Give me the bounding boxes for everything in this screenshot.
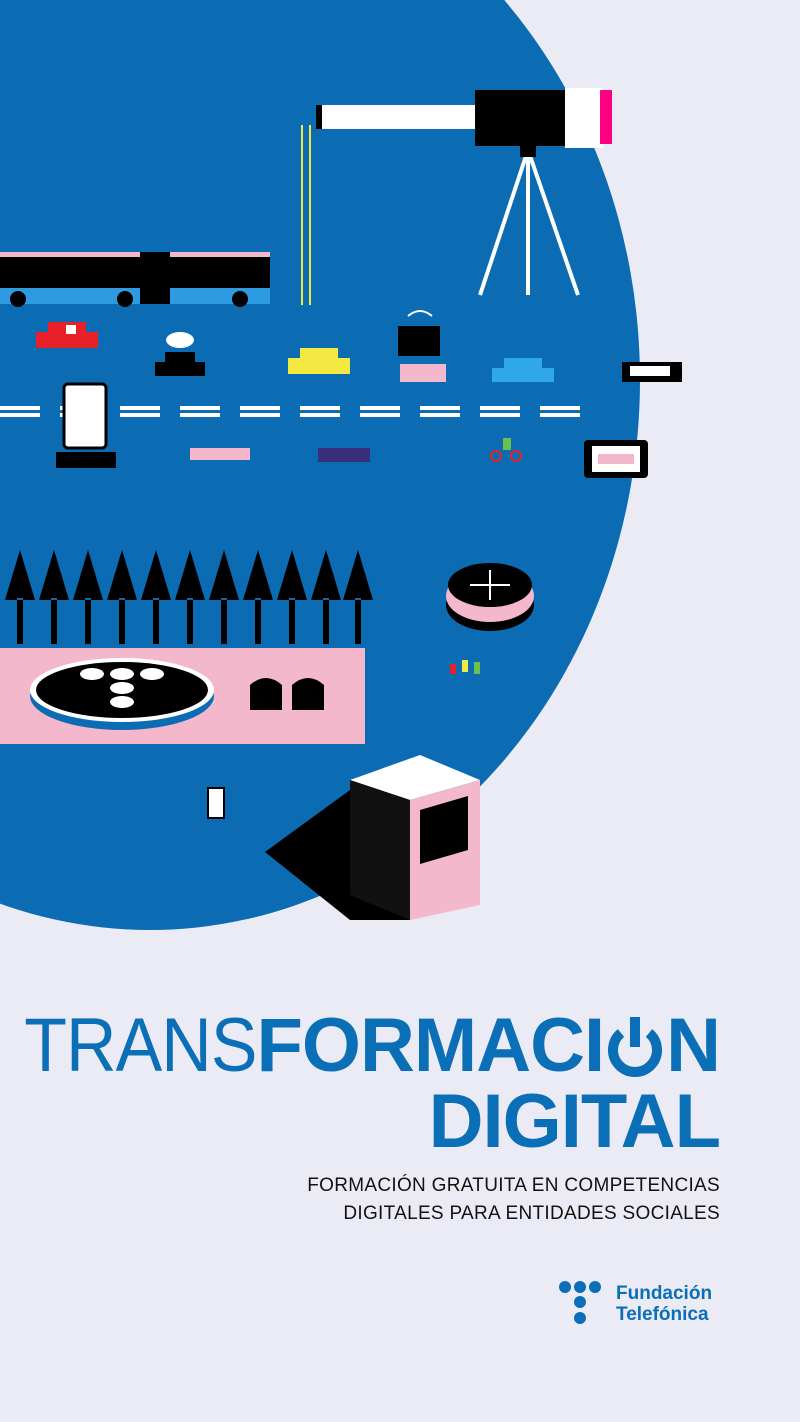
- car-icon: [492, 358, 554, 382]
- ladder-icon: [301, 125, 311, 305]
- headline-bold-part-2: N: [666, 1003, 721, 1088]
- car-icon: [155, 332, 205, 376]
- computer-icon: [265, 755, 480, 920]
- power-icon: [608, 1017, 663, 1077]
- logo-line-2: Telefónica: [616, 1304, 709, 1325]
- headline-line-1: TRANS FORMACI N: [4, 1003, 721, 1088]
- headline-bold-part-1: FORMACI: [256, 1003, 605, 1088]
- car-icon: [318, 448, 370, 462]
- telefonica-dots: [80, 668, 164, 708]
- headline-line-2: DIGITAL: [428, 1079, 721, 1164]
- compass-icon: [446, 563, 534, 631]
- headline-light: TRANS: [24, 1003, 257, 1088]
- tree-row: [5, 550, 373, 644]
- cyclist-icon: [490, 438, 522, 462]
- smartphone-icon: [56, 382, 116, 468]
- car-icon: [36, 322, 98, 348]
- telescope-icon: [316, 88, 612, 296]
- logo-line-1: Fundación: [616, 1283, 713, 1304]
- van-icon: [622, 362, 682, 382]
- tablet-icon: [584, 440, 648, 478]
- car-icon: [288, 348, 350, 374]
- subtitle-line-2: DIGITALES PARA ENTIDADES SOCIALES: [343, 1203, 720, 1224]
- people-icon: [450, 660, 480, 674]
- car-icon: [190, 448, 250, 460]
- subtitle-line-1: FORMACIÓN GRATUITA EN COMPETENCIAS: [307, 1175, 720, 1196]
- plaza: [0, 648, 365, 744]
- phone-figure-icon: [207, 787, 225, 819]
- illustration: [0, 0, 682, 930]
- monitor-icon: [398, 310, 446, 382]
- subtitle: FORMACIÓN GRATUITA EN COMPETENCIAS DIGIT…: [307, 1172, 720, 1228]
- bus-icon: [0, 252, 270, 307]
- telefonica-logo-icon: [559, 1281, 601, 1324]
- fundacion-telefonica-logo: Fundación Telefónica: [558, 1280, 712, 1328]
